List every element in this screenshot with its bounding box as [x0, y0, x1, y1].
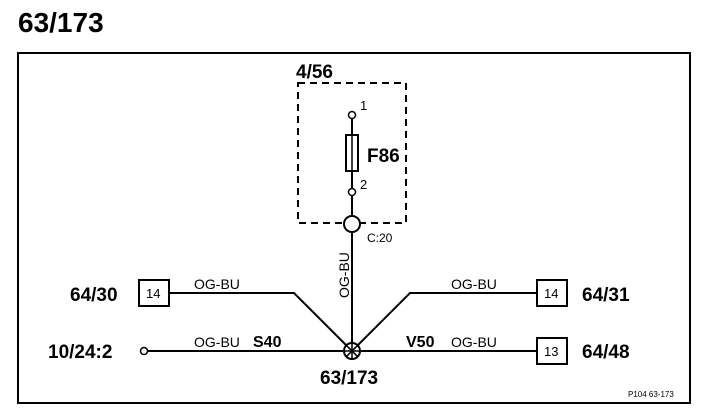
- splice-label: 63/173: [320, 368, 378, 389]
- page-title: 63/173: [18, 7, 104, 38]
- vertical-wire-color: OG-BU: [336, 252, 352, 298]
- left-bottom-wire-color: OG-BU: [194, 334, 240, 350]
- left-bottom-code: S40: [253, 334, 282, 351]
- left-top-wire-color: OG-BU: [194, 276, 240, 292]
- left-top-ref: 64/30: [70, 285, 118, 306]
- right-top-wire-color: OG-BU: [451, 276, 497, 292]
- left-bottom-terminal: [139, 346, 149, 356]
- fuse-pin-2-label: 2: [360, 177, 367, 192]
- fuse-f86-label: F86: [367, 146, 400, 167]
- fuse-pin-1-terminal: [347, 110, 357, 120]
- right-bottom-ref: 64/48: [582, 342, 630, 363]
- right-top-pin-box: [536, 279, 568, 307]
- left-top-wire: [169, 292, 347, 346]
- diagram-frame: [17, 52, 691, 404]
- right-top-pin: 14: [544, 286, 558, 301]
- left-bottom-ref: 10/24:2: [48, 342, 112, 363]
- right-bottom-pin: 13: [544, 344, 558, 359]
- left-top-pin: 14: [146, 286, 160, 301]
- fuse-pin-2-terminal: [347, 187, 357, 197]
- footer-code: P104 63-173: [628, 390, 674, 399]
- right-top-wire: [357, 292, 537, 346]
- connector-c20-symbol: [343, 215, 361, 233]
- connector-c20-label: C:20: [367, 231, 393, 245]
- right-bottom-pin-box: [536, 337, 568, 365]
- splice-point-symbol: [343, 342, 361, 360]
- right-top-ref: 64/31: [582, 285, 630, 306]
- fuse-box-label: 4/56: [296, 62, 333, 83]
- right-bottom-wire-color: OG-BU: [451, 334, 497, 350]
- fuse-pin-1-label: 1: [360, 98, 367, 113]
- right-bottom-code: V50: [406, 334, 435, 351]
